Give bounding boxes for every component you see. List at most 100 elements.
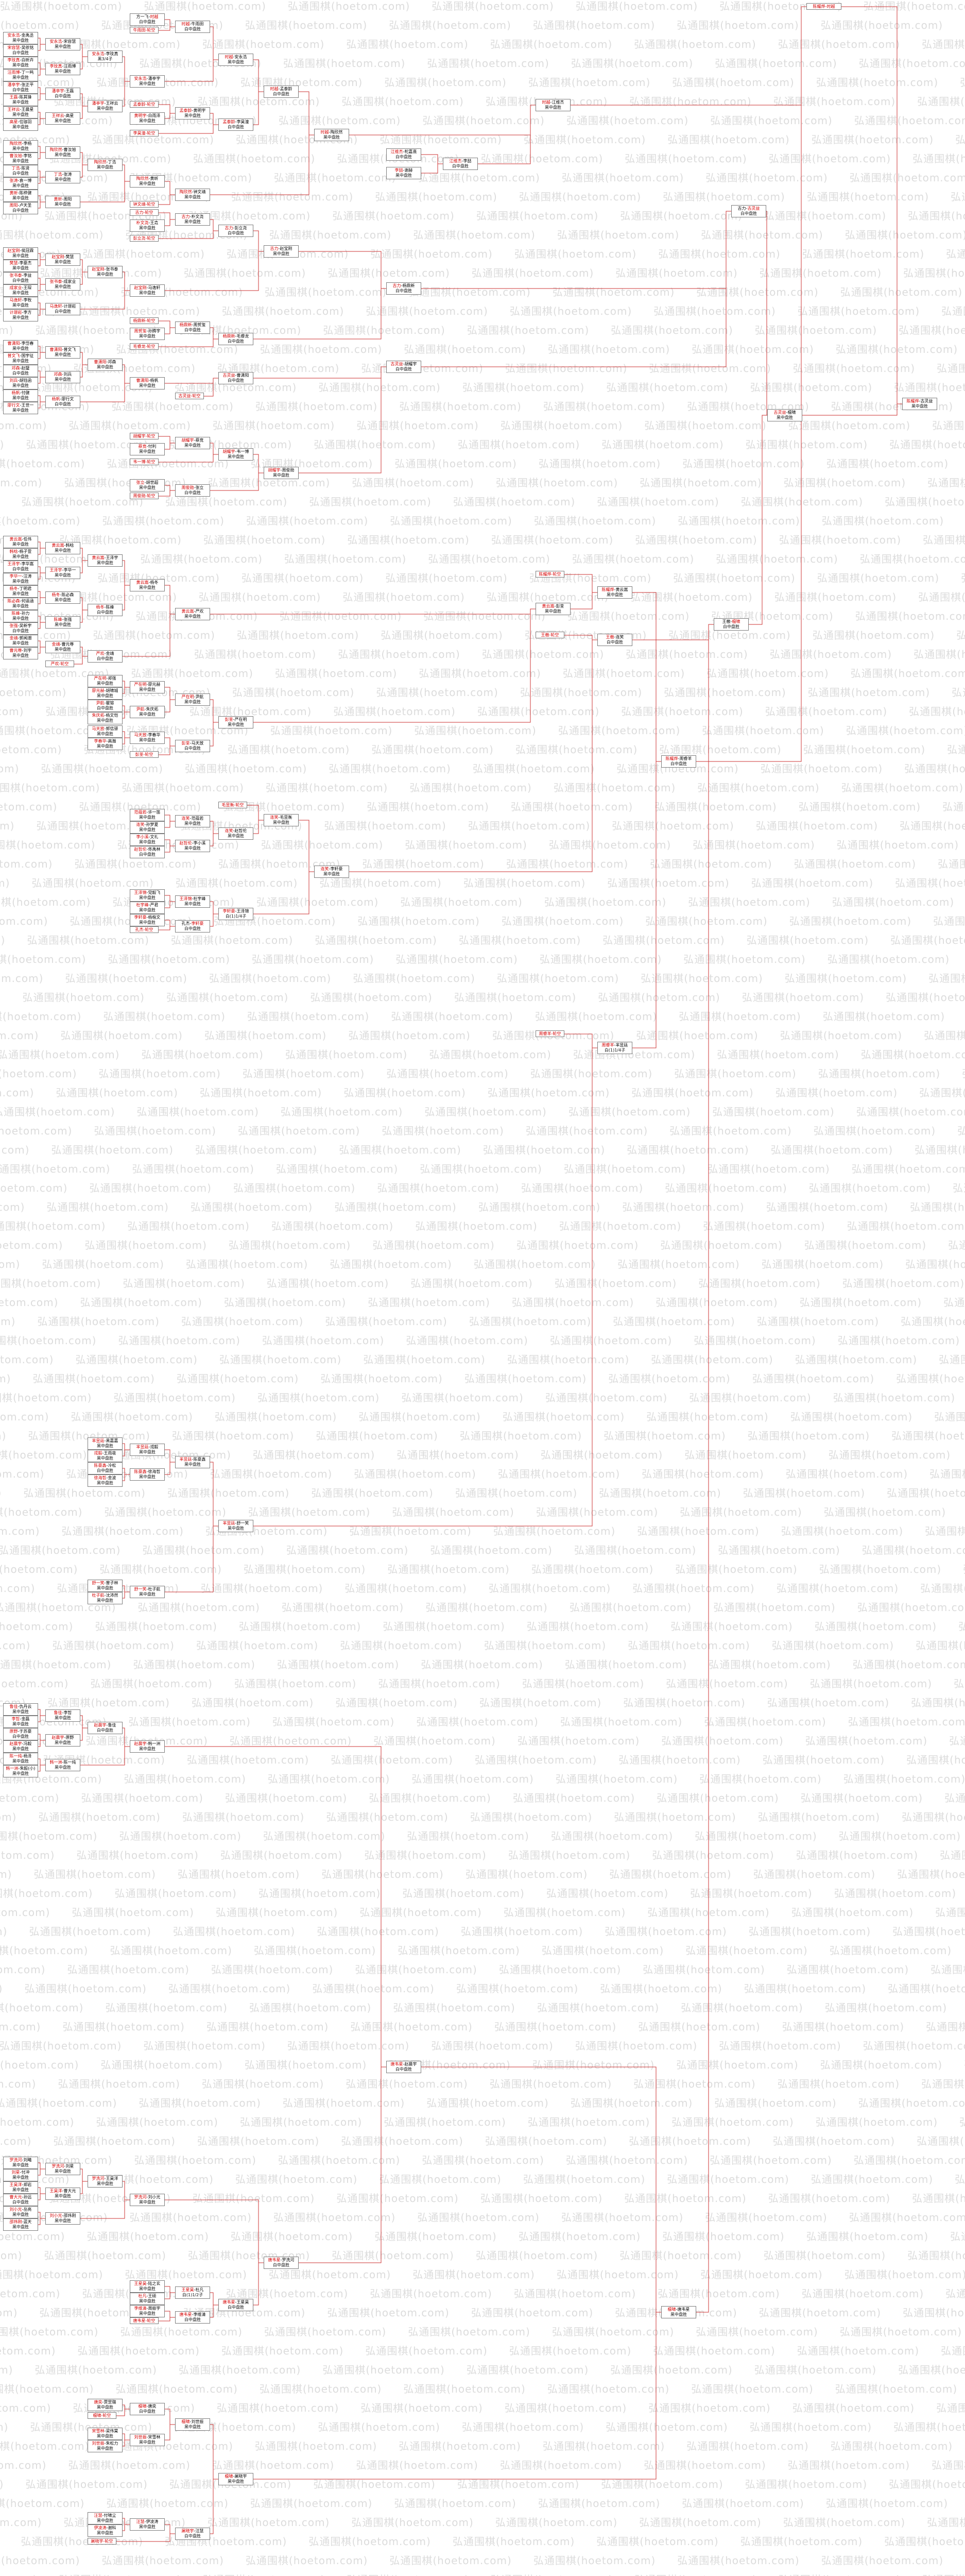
match-box[interactable]: 陈必森-何语涵黑中盘胜 <box>3 598 38 610</box>
match-box[interactable]: 黄云嵩-王泽宇黑中盘胜 <box>88 554 123 567</box>
match-box[interactable]: 唐韦星-李维清白中盘胜 <box>175 2311 210 2324</box>
match-box[interactable]: 黄昕-周阳黑中盘胜 <box>45 196 80 208</box>
match-box[interactable]: 黄明宇-白雨泽黑中盘胜 <box>130 112 165 125</box>
match-box[interactable]: 鲁佳-仇丹云黑中盘胜 <box>3 1703 38 1716</box>
match-box[interactable]: 罗洗河-刘星黑中盘胜 <box>45 2163 80 2175</box>
match-box[interactable]: 赵宝刚-张书泰黑中盘胜 <box>88 266 123 278</box>
match-box[interactable]: 屠晓宇-汪慧白中盘胜 <box>175 2528 210 2540</box>
match-box[interactable]: 古灵益-曹潇阳白中盘胜 <box>218 372 253 384</box>
match-box[interactable]: 王祥云-王晨星黑中盘胜 <box>3 106 38 118</box>
match-box[interactable]: 杨冬-丁明君黑中盘胜 <box>3 585 38 598</box>
match-box[interactable]: 马逸轩-计璟崧白中盘胜 <box>45 303 80 315</box>
match-box[interactable]: 周贺玺-孙腾宇黑中盘胜 <box>130 328 165 340</box>
match-box[interactable]: 方一飞-时越白中盘胜 <box>130 13 165 26</box>
match-box[interactable]: 罗洗河-刘曦黑中盘胜 <box>3 2157 38 2169</box>
match-box[interactable]: 张强-吴新宇白中盘胜 <box>3 622 38 635</box>
match-box[interactable]: 邵炜刚-蓝天黑中盘胜 <box>3 2218 38 2231</box>
match-box[interactable]: 戎毅-王雨荍黑中盘胜 <box>88 1450 123 1462</box>
match-box[interactable]: 陈一纯-杨泽黑中盘胜 <box>3 1753 38 1765</box>
match-box[interactable]: 古力-轮空 <box>130 209 159 216</box>
match-box[interactable]: 胡耀宇-蔡竞黑中盘胜 <box>175 437 210 449</box>
match-box[interactable]: 时越-陶欣然黑中盘胜 <box>314 129 349 141</box>
match-box[interactable]: 王昊洋-曹大元黑中盘胜 <box>45 2188 80 2200</box>
match-box[interactable]: 牛雨田-轮空 <box>130 27 159 33</box>
match-box[interactable]: 王泽锦-党毅飞黑中盘胜 <box>130 889 165 902</box>
match-box[interactable]: 刘兵-胡钰函黑中盘胜 <box>3 377 38 389</box>
match-box[interactable]: 严欢-金靖白中盘胜 <box>88 650 123 663</box>
match-box[interactable]: 张书泰-成家业黑中盘胜 <box>45 278 80 291</box>
match-box[interactable]: 赵晨宇-冯毅黑中盘胜 <box>3 1740 38 1753</box>
match-box[interactable]: 王磊-陈其锋黑中盘胜 <box>3 94 38 106</box>
match-box[interactable]: 芈昱廷-黑嘉嘉黑中盘胜 <box>88 1437 123 1450</box>
match-box[interactable]: 孟泰龄-轮空 <box>130 101 159 108</box>
match-box[interactable]: 宋容慧-吴依铭白中盘胜 <box>3 44 38 57</box>
match-box[interactable]: 金靖-郭闻潮黑中盘胜 <box>3 635 38 647</box>
match-box[interactable]: 王泽宇-李华嵩白中盘胜 <box>3 561 38 573</box>
match-box[interactable]: 安永浩-潘亭宇黑中盘胜 <box>130 75 165 88</box>
match-box[interactable]: 杨鼎新-毛睿龙白中盘胜 <box>218 333 253 345</box>
match-box[interactable]: 周睿羊-芈昱廷白(1)1/4子 <box>597 1042 632 1054</box>
match-box[interactable]: 陈峰-张强黑中盘胜 <box>45 616 80 629</box>
match-box[interactable]: 杨鼎新-轮空 <box>130 317 159 324</box>
match-box[interactable]: 唐韦星-王星昊白中盘胜 <box>218 2299 253 2311</box>
match-box[interactable]: 唐奕-贾罡璐黑中盘胜 <box>88 2399 123 2411</box>
match-box[interactable]: 伊凌涛-谢科黑中盘胜 <box>88 2524 123 2537</box>
match-box[interactable]: 严在明-尹航黑中盘胜 <box>175 693 210 706</box>
match-box[interactable]: 周睿羊-轮空 <box>536 1030 564 1037</box>
match-box[interactable]: 钟文靖-轮空 <box>130 201 159 208</box>
match-box[interactable]: 罗洗河-王昊洋黑中盘胜 <box>88 2175 123 2188</box>
match-box[interactable]: 毛睿龙-轮空 <box>130 343 159 350</box>
match-box[interactable]: 张立-胡世超黑中盘胜 <box>130 479 165 492</box>
match-box[interactable]: 杨帆-付健黑中盘胜 <box>3 389 38 402</box>
match-box[interactable]: 孟泰龄-李昊潼白中盘胜 <box>218 118 253 131</box>
match-box[interactable]: 周俊勋-张立白中盘胜 <box>175 484 210 497</box>
match-box[interactable]: 连笑-李轩豪黑中盘胜 <box>314 866 349 878</box>
match-box[interactable]: 檀啸-屠晓宇黑中盘胜 <box>218 2473 253 2485</box>
match-box[interactable]: 周阳-卢天圣白中盘胜 <box>3 202 38 214</box>
match-box[interactable]: 刘世振-朱松力黑中盘胜 <box>88 2440 123 2452</box>
match-box[interactable]: 李轩豪-杨楷文黑中盘胜 <box>130 914 165 926</box>
match-box[interactable]: 韦一博-轮空 <box>130 459 159 465</box>
match-box[interactable]: 连笑-范蕴若黑中盘胜 <box>175 815 210 827</box>
match-box[interactable]: 王昊洋-郑岩黑中盘胜 <box>3 2181 38 2194</box>
match-box[interactable]: 刘星-付冲黑中盘胜 <box>3 2169 38 2181</box>
match-box[interactable]: 潘亭宇-王磊白中盘胜 <box>45 88 80 100</box>
match-box[interactable]: 陈耀烨-周睿羊白中盘胜 <box>661 755 696 768</box>
match-box[interactable]: 陈豪鑫-冷松白中盘胜 <box>88 1462 123 1475</box>
match-box[interactable]: 唐韦星-罗洗河白中盘胜 <box>264 2257 299 2269</box>
match-box[interactable]: 杨鼎新-周贺玺白中盘胜 <box>175 321 210 334</box>
match-box[interactable]: 赵晨宇-原野黑中盘胜 <box>45 1734 80 1747</box>
match-box[interactable]: 李华一-汪涛黑中盘胜 <box>3 573 38 585</box>
match-box[interactable]: 鲁佳-李哲黑中盘胜 <box>45 1709 80 1722</box>
match-box[interactable]: 黄昕-陈梓健黑中盘胜 <box>3 190 38 202</box>
match-box[interactable]: 韩一洲-陈一纯黑中盘胜 <box>45 1759 80 1771</box>
match-box[interactable]: 李玟真-汪雨博黑中盘胜 <box>45 63 80 75</box>
match-box[interactable]: 陶欣然-曹汝旭黑中盘胜 <box>45 146 80 159</box>
match-box[interactable]: 韩一洲-朱毅(小)黑中盘胜 <box>3 1765 38 1777</box>
match-box[interactable]: 严欢-轮空 <box>45 660 74 667</box>
match-box[interactable]: 陶欣然-钟文靖黑中盘胜 <box>175 189 210 201</box>
match-box[interactable]: 马天放-郭信驿黑中盘胜 <box>88 725 123 738</box>
match-box[interactable]: 马天放-李春华黑中盘胜 <box>130 732 165 744</box>
match-box[interactable]: 舒一笑-杜子航黑中盘胜 <box>130 1586 165 1598</box>
match-box[interactable]: 廖行文-王世一黑中盘胜 <box>3 402 38 414</box>
match-box[interactable]: 连笑-毛昱衡黑中盘胜 <box>264 814 299 826</box>
match-box[interactable]: 李轩豪-王泽锦白(1)1/4子 <box>218 908 253 920</box>
match-box[interactable]: 陈豪鑫-徐海哲黑中盘胜 <box>130 1468 165 1481</box>
match-box[interactable]: 杜凡-王硕黑中盘胜 <box>130 2293 165 2305</box>
match-box[interactable]: 古力-赵宝刚黑中盘胜 <box>264 245 299 258</box>
match-box[interactable]: 时越-孟泰龄白中盘胜 <box>264 86 299 98</box>
match-box[interactable]: 王泽锦-杜宇峰黑中盘胜 <box>175 895 210 908</box>
match-box[interactable]: 安永浩-金禹丞黑中盘胜 <box>3 32 38 44</box>
match-box[interactable]: 陈耀烨-时越 <box>806 3 841 10</box>
match-box[interactable]: 赵哲伦-李小溪黑中盘胜 <box>175 840 210 852</box>
match-box[interactable]: 彭立尧-轮空 <box>130 235 159 242</box>
match-box[interactable]: 李维清-周振宇黑中盘胜 <box>130 2305 165 2317</box>
match-box[interactable]: 陈耀烨-轮空 <box>536 571 564 578</box>
match-box[interactable]: 黄云嵩-彭荃黑中盘胜 <box>536 603 571 615</box>
match-box[interactable]: 原野-于苏豪白中盘胜 <box>3 1728 38 1740</box>
match-box[interactable]: 胡耀宇-轮空 <box>130 433 159 439</box>
match-box[interactable]: 李小溪-文礼黑中盘胜 <box>130 834 165 846</box>
match-box[interactable]: 江维杰-李喆白中盘胜 <box>443 158 478 170</box>
match-box[interactable]: 芈昱廷-陈豪鑫黑中盘胜 <box>175 1456 210 1468</box>
